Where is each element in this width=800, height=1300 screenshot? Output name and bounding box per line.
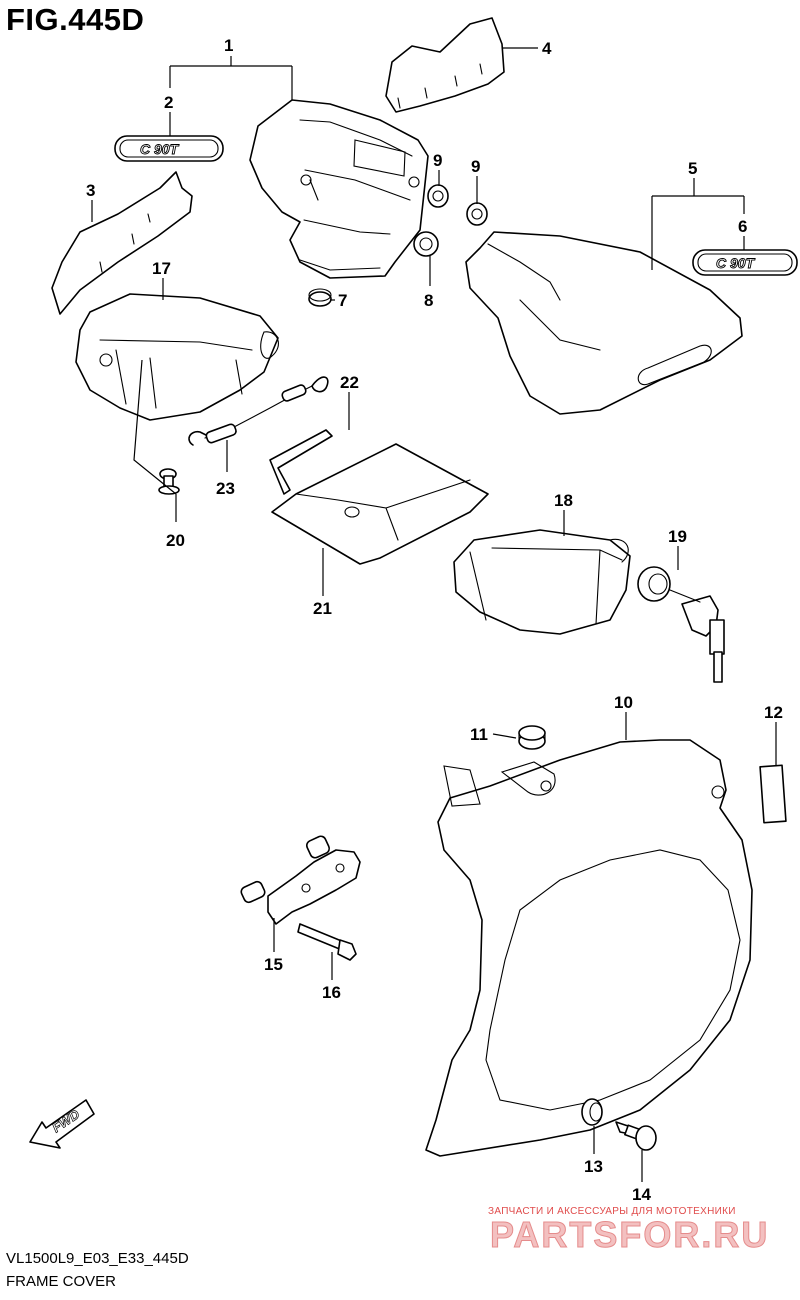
figure-code: VL1500L9_E03_E33_445D	[6, 1250, 189, 1267]
callout-23: 23	[216, 479, 235, 498]
callout-22: 22	[340, 373, 359, 392]
part-7-grommet	[308, 288, 332, 307]
part-11-grommet	[518, 725, 546, 750]
part-15-bracket	[240, 835, 361, 925]
emblem-text-6: C 90T	[716, 255, 756, 271]
callout-16: 16	[322, 983, 341, 1002]
callout-15: 15	[264, 955, 283, 974]
callout-numbers: 1 2 3 4 5 6 7 8 9 9 10 11 12 13 14 15 16…	[86, 36, 783, 1204]
part-3-plate	[51, 171, 193, 315]
part-20-bolt	[158, 468, 180, 495]
callout-12: 12	[764, 703, 783, 722]
part-4-plate	[385, 17, 505, 113]
callout-2: 2	[164, 93, 173, 112]
part-19-lock-set	[637, 566, 725, 683]
callout-7: 7	[338, 291, 347, 310]
part-16-bolt	[297, 923, 357, 961]
part-9-grommet-a	[427, 184, 449, 208]
part-5-frame-cover-right	[465, 231, 743, 415]
callout-3: 3	[86, 181, 95, 200]
part-1-frame-cover-left	[249, 99, 429, 279]
callout-8: 8	[424, 291, 433, 310]
callout-17: 17	[152, 259, 171, 278]
part-8-grommet	[413, 231, 439, 257]
part-12-label	[759, 764, 787, 824]
part-10-side-cover	[425, 739, 753, 1157]
part-13-grommet	[581, 1098, 603, 1126]
figure-name: FRAME COVER	[6, 1273, 117, 1290]
emblem-text-2: C 90T	[140, 141, 180, 157]
callout-9b: 9	[471, 157, 480, 176]
watermark-brand: PARTSFOR.RU	[489, 1214, 770, 1256]
part-2-emblem: C 90T	[114, 135, 224, 162]
callout-19: 19	[668, 527, 687, 546]
part-18-lock-housing	[453, 529, 631, 635]
callout-18: 18	[554, 491, 573, 510]
callout-1: 1	[224, 36, 233, 55]
fwd-arrow: FWD	[29, 1099, 95, 1149]
callout-5: 5	[688, 159, 697, 178]
callout-9a: 9	[433, 151, 442, 170]
part-14-screw	[615, 1121, 657, 1151]
part-9-grommet-b	[466, 202, 488, 226]
part-6-emblem: C 90T	[692, 249, 798, 276]
part-17-cover-box	[75, 293, 279, 421]
part-21-tool-pouch	[271, 443, 489, 565]
callout-6: 6	[738, 217, 747, 236]
callout-11: 11	[470, 725, 488, 744]
part-23-cable	[188, 376, 329, 446]
callout-4: 4	[542, 39, 552, 58]
callout-14: 14	[632, 1185, 651, 1204]
leader-lines	[91, 47, 777, 1182]
callout-21: 21	[313, 599, 332, 618]
callout-10: 10	[614, 693, 633, 712]
part-22-wrench	[269, 429, 333, 495]
watermark-tagline: ЗАПЧАСТИ И АКСЕССУАРЫ ДЛЯ МОТОТЕХНИКИ	[488, 1206, 736, 1217]
callout-13: 13	[584, 1157, 603, 1176]
figure-number: FIG.445D	[6, 2, 145, 37]
callout-20: 20	[166, 531, 185, 550]
